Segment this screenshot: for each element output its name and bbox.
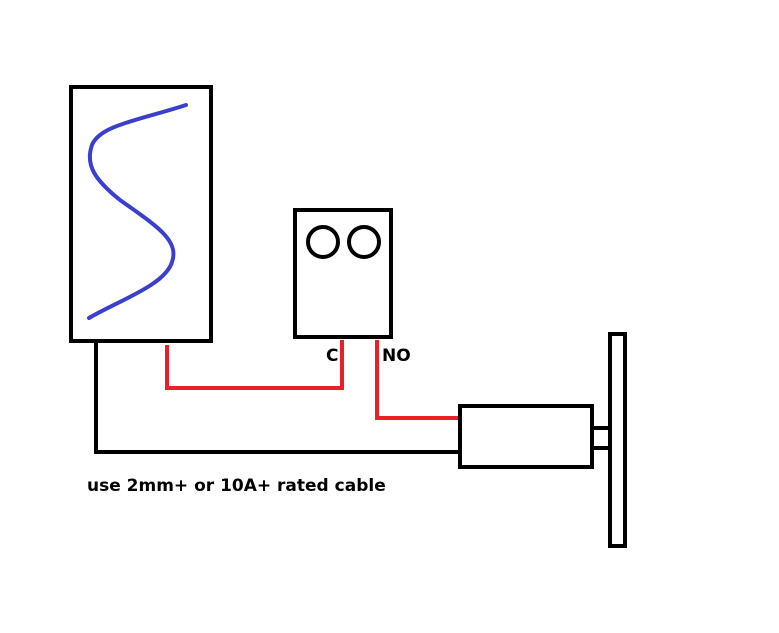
load-device-body xyxy=(458,404,594,469)
relay-terminal-c-icon xyxy=(306,225,340,259)
cable-note: use 2mm+ or 10A+ rated cable xyxy=(87,476,386,496)
neutral-wire xyxy=(94,343,460,454)
terminal-no-label: NO xyxy=(382,346,411,366)
relay-terminal-no-icon xyxy=(347,225,381,259)
coil-icon xyxy=(87,103,188,320)
live-wire-from-no xyxy=(375,340,460,420)
terminal-c-label: C xyxy=(326,346,338,366)
load-shaft xyxy=(590,426,612,450)
relay-box xyxy=(293,208,393,339)
load-plate xyxy=(608,332,627,548)
live-wire-to-c xyxy=(165,340,344,390)
